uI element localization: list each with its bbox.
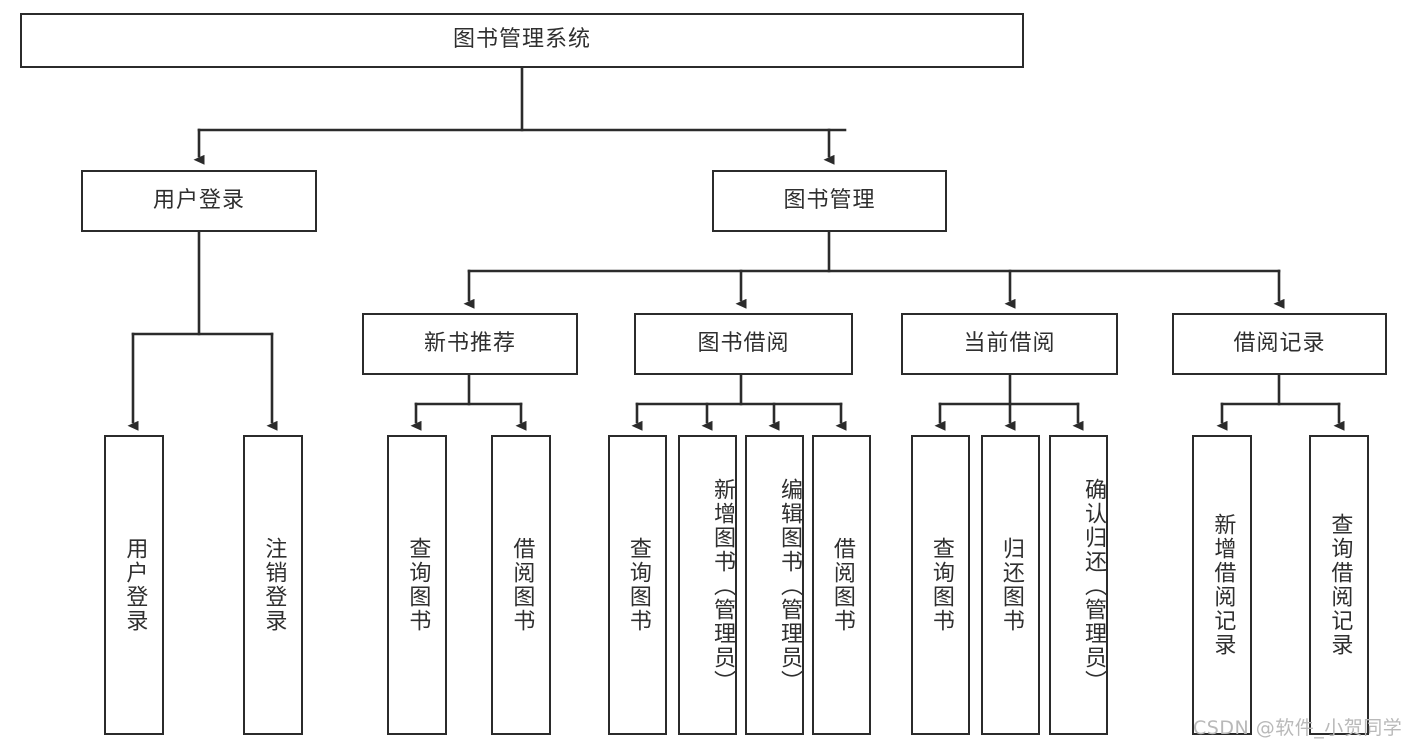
leaf-borrow-book-recommend[interactable]: 借阅图书	[491, 435, 551, 735]
node-label: 图书借阅	[697, 330, 790, 356]
node-label: 查询图书	[625, 537, 651, 633]
node-root-book-management-system[interactable]: 图书管理系统	[20, 13, 1024, 68]
node-borrow-record[interactable]: 借阅记录	[1172, 313, 1387, 375]
node-user-login[interactable]: 用户登录	[81, 170, 317, 232]
node-label: 确认归还（管理员）	[1081, 478, 1106, 694]
node-label: 查询图书	[928, 537, 954, 633]
node-label: 编辑图书（管理员）	[777, 478, 802, 694]
node-label: 图书管理	[783, 187, 876, 213]
leaf-query-book-recommend[interactable]: 查询图书	[387, 435, 447, 735]
node-new-book-recommend[interactable]: 新书推荐	[362, 313, 578, 375]
node-label: 当前借阅	[963, 330, 1056, 356]
node-book-borrow[interactable]: 图书借阅	[634, 313, 853, 375]
leaf-borrow-book-borrow[interactable]: 借阅图书	[812, 435, 871, 735]
leaf-add-book-admin[interactable]: 新增图书（管理员）	[678, 435, 737, 735]
leaf-logout-login[interactable]: 注销登录	[243, 435, 303, 735]
node-label: 新增图书（管理员）	[710, 478, 735, 694]
node-label: 图书管理系统	[452, 27, 591, 53]
leaf-return-book[interactable]: 归还图书	[981, 435, 1040, 735]
node-current-borrow[interactable]: 当前借阅	[901, 313, 1118, 375]
node-label: 借阅图书	[829, 537, 855, 633]
csdn-watermark: CSDN @软件_小贺同学	[1193, 717, 1403, 739]
leaf-query-borrow-record[interactable]: 查询借阅记录	[1309, 435, 1369, 735]
node-book-management[interactable]: 图书管理	[712, 170, 947, 232]
node-label: 归还图书	[998, 537, 1024, 633]
leaf-confirm-return-admin[interactable]: 确认归还（管理员）	[1049, 435, 1108, 735]
leaf-query-book-borrow[interactable]: 查询图书	[608, 435, 667, 735]
leaf-edit-book-admin[interactable]: 编辑图书（管理员）	[745, 435, 804, 735]
leaf-add-borrow-record[interactable]: 新增借阅记录	[1192, 435, 1252, 735]
node-label: 查询借阅记录	[1327, 513, 1353, 657]
node-label: 用户登录	[122, 537, 148, 633]
node-label: 借阅图书	[509, 537, 535, 633]
node-label: 注销登录	[261, 537, 287, 633]
node-label: 用户登录	[152, 187, 245, 213]
node-label: 新增借阅记录	[1210, 513, 1236, 657]
leaf-user-login[interactable]: 用户登录	[104, 435, 164, 735]
node-label: 查询图书	[405, 537, 431, 633]
leaf-query-book-current[interactable]: 查询图书	[911, 435, 970, 735]
node-label: 借阅记录	[1233, 330, 1326, 356]
node-label: 新书推荐	[423, 330, 516, 356]
